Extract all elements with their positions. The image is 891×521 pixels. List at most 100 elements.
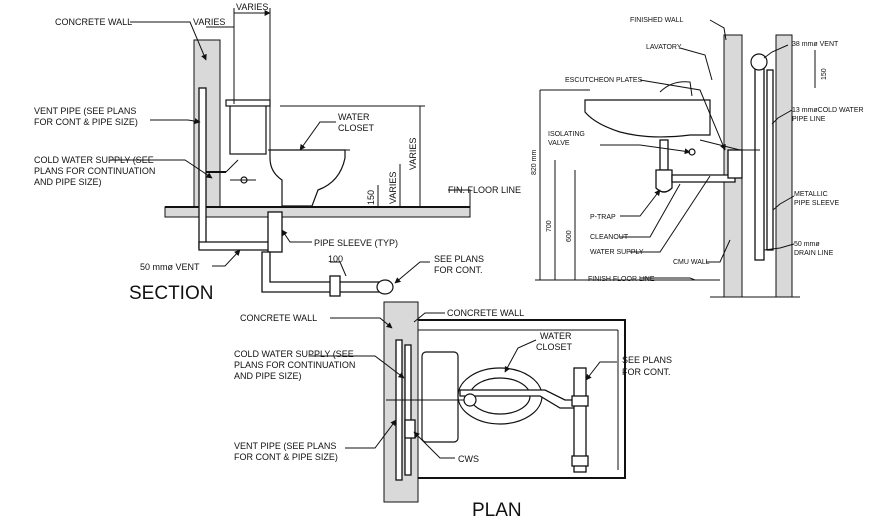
lavatory-view: FINISHED WALL LAVATORY ESCUTCHEON PLATES…	[531, 17, 864, 298]
section-label-wc-2: CLOSET	[338, 123, 375, 133]
plan-room-outline	[418, 319, 626, 479]
lav-leader-lavatory	[679, 47, 713, 81]
lav-label-metallic-2: PIPE SLEEVE	[794, 200, 839, 207]
plan-label-vent-2: FOR CONT & PIPE SIZE)	[234, 452, 338, 462]
lav-label-150: 150	[821, 68, 828, 80]
lav-leader-metallic	[772, 195, 795, 211]
lav-label-cold-water-1: 13 mmøCOLD WATER	[792, 107, 864, 114]
section-label-100: 100	[328, 254, 343, 264]
lav-leader-cmu	[706, 239, 731, 263]
plan-leader-wc	[504, 339, 537, 373]
section-leader-see-plans	[394, 261, 430, 284]
plan-cws-pipe	[404, 344, 412, 476]
lav-leader-p-trap	[620, 189, 661, 217]
plan-label-wc-2: CLOSET	[536, 342, 573, 352]
plan-label-see-plans-2: FOR CONT.	[622, 367, 671, 377]
lav-label-cmu: CMU WALL	[673, 259, 710, 266]
plan-title: PLAN	[472, 500, 522, 521]
plan-label-cws-2: PLANS FOR CONTINUATION	[234, 360, 355, 370]
plan-leader-see-plans	[585, 361, 617, 381]
section-label-cws-3: AND PIPE SIZE)	[34, 177, 102, 187]
section-leader-wc	[299, 121, 336, 151]
lav-leader-floor	[640, 277, 696, 281]
lav-label-700: 700	[546, 220, 553, 232]
section-leader-100	[330, 261, 347, 277]
plan-flange	[463, 393, 477, 407]
section-tank-lid	[225, 99, 271, 107]
plan-right-pipe	[573, 367, 587, 473]
section-drain-run	[261, 251, 381, 293]
lav-faucet	[659, 81, 693, 97]
section-label-varies-mid: VARIES	[388, 172, 398, 204]
lav-tailpiece	[659, 139, 669, 171]
lav-cold-water-line	[766, 69, 774, 251]
section-concrete-wall	[193, 39, 221, 209]
lav-leader-cleanout	[620, 183, 681, 238]
lav-leader-finished-wall	[709, 19, 727, 41]
lav-label-finish-floor: FINISH FLOOR LINE	[588, 276, 655, 283]
lav-label-drain-1: 50 mmø	[794, 241, 820, 248]
lav-vent-stack	[754, 59, 765, 261]
plan-leader-concrete-left	[330, 317, 393, 329]
section-leader-sleeve	[281, 229, 312, 243]
lav-label-water-supply: WATER SUPPLY	[590, 249, 644, 256]
lav-cleanout	[727, 149, 743, 179]
section-leader-vent50	[212, 249, 241, 267]
lav-leader-cold-water	[771, 109, 793, 125]
section-label-pipe-sleeve: PIPE SLEEVE (TYP)	[314, 238, 398, 248]
plan-leader-cws	[310, 355, 405, 379]
lav-label-escutcheon: ESCUTCHEON PLATES	[565, 77, 643, 84]
lav-label-cleanout: CLEANOUT	[590, 234, 629, 241]
plan-label-cws-3: AND PIPE SIZE)	[234, 371, 302, 381]
lav-cmu-wall-right	[775, 34, 793, 298]
section-label-150: 150	[366, 190, 376, 205]
lav-leader-isolating	[600, 144, 691, 155]
plan-label-concrete-wall-left: CONCRETE WALL	[240, 313, 317, 323]
section-leader-floor	[448, 189, 471, 207]
section-toilet-bowl	[269, 149, 346, 207]
lav-label-metallic-1: METALLIC	[794, 191, 828, 198]
section-floor-slab	[164, 206, 471, 218]
section-label-varies-a: VARIES	[193, 17, 225, 27]
section-pipe-end	[376, 279, 394, 295]
section-label-wc-1: WATER	[338, 112, 370, 122]
plan-label-concrete-wall-top: CONCRETE WALL	[447, 308, 524, 318]
lav-leader-escutcheon	[639, 79, 726, 151]
lav-label-finished-wall: FINISHED WALL	[630, 17, 684, 24]
plan-toilet-tank	[421, 351, 459, 443]
section-pipe-sleeve	[267, 211, 283, 253]
plan-leader-concrete-top	[413, 312, 445, 323]
section-label-vent-2: FOR CONT & PIPE SIZE)	[34, 117, 138, 127]
section-label-see-plans-2: FOR CONT.	[434, 265, 483, 275]
plan-leader-vent	[345, 419, 397, 449]
section-leader-vent	[150, 118, 201, 125]
lav-p-trap	[655, 169, 673, 193]
plan-label-wc-1: WATER	[540, 331, 572, 341]
lav-label-p-trap: P-TRAP	[590, 214, 616, 221]
lav-label-600: 600	[566, 230, 573, 242]
section-leader-cws	[110, 159, 213, 179]
section-cws-riser	[225, 159, 239, 173]
lav-vent-top	[750, 53, 768, 71]
lav-label-lavatory: LAVATORY	[646, 44, 682, 51]
lav-leader-water-supply	[630, 175, 711, 253]
plan-leader-cws-short	[413, 431, 455, 459]
lav-leader-drain	[763, 243, 795, 251]
lav-label-820: 820 mm	[531, 150, 538, 175]
plan-cws-valve	[404, 419, 416, 439]
plan-label-vent-1: VENT PIPE (SEE PLANS	[234, 441, 336, 451]
section-label-vent-1: VENT PIPE (SEE PLANS	[34, 106, 136, 116]
section-pipe-coupling	[329, 275, 341, 297]
section-label-varies-right: VARIES	[408, 138, 418, 170]
lav-label-isolating-1: ISOLATING	[548, 131, 585, 138]
section-label-concrete-wall: CONCRETE WALL	[55, 17, 132, 27]
section-label-varies-b: VARIES	[236, 2, 268, 12]
lav-trap-arm	[671, 174, 736, 183]
section-label-cws-2: PLANS FOR CONTINUATION	[34, 166, 155, 176]
plan-right-coupling-2	[571, 455, 589, 467]
section-label-vent-50: 50 mmø VENT	[140, 262, 200, 272]
plan-label-see-plans-1: SEE PLANS	[622, 355, 672, 365]
plan-view: CONCRETE WALL CONCRETE WALL WATER CLOSET…	[234, 301, 672, 521]
lav-supply-line	[699, 139, 760, 151]
